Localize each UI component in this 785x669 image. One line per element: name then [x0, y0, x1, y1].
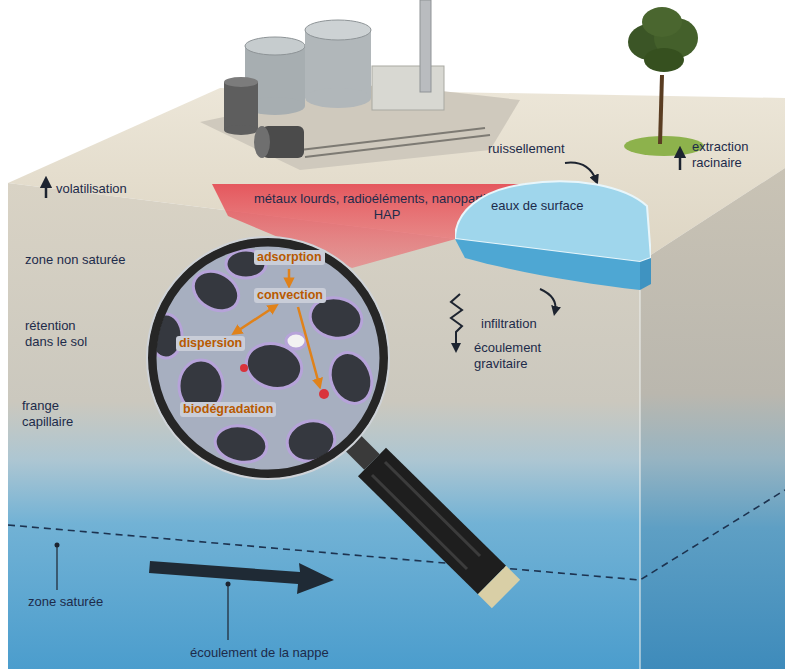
zone-label: zone non saturée	[25, 252, 125, 268]
process-label: rétention dans le sol	[25, 318, 99, 350]
process-label: adsorption	[254, 250, 325, 265]
process-label: convection	[254, 288, 326, 303]
rail	[305, 135, 490, 157]
volatilisation-arrow	[45, 182, 48, 198]
tree-crown	[644, 48, 684, 72]
handle-cap	[492, 580, 506, 594]
barrel	[224, 125, 258, 135]
chimney	[420, 0, 431, 92]
process-label: infiltration	[481, 316, 537, 332]
zone-label: zone saturée	[28, 594, 103, 610]
tank	[305, 88, 371, 108]
leader-line	[56, 545, 57, 590]
barrel	[224, 82, 258, 130]
groundwater-flow-arrow	[149, 561, 334, 594]
pond-shape	[455, 172, 651, 292]
flow-label: écoulement de la nappe	[190, 645, 329, 661]
front-face	[8, 183, 640, 669]
right-face	[640, 168, 785, 669]
handle-grip	[385, 462, 480, 556]
handle-grip	[372, 475, 467, 569]
gravity-flow-arrow	[451, 294, 462, 348]
root-extraction-arrow	[679, 152, 682, 170]
barrel	[224, 77, 258, 87]
magnifier-handle	[372, 462, 492, 580]
tank	[245, 37, 305, 55]
tank	[305, 20, 371, 40]
process-label: dispersion	[176, 336, 245, 351]
tree-trunk	[660, 75, 662, 144]
magnifier-view: adsorption convection dispersion biodégrada…	[146, 236, 390, 480]
leader-dot	[226, 582, 231, 587]
process-label: écoulement gravitaire	[474, 340, 556, 372]
infiltration-arrow	[540, 289, 555, 311]
process-label: extraction racinaire	[692, 139, 772, 171]
block-edge	[639, 262, 641, 669]
magnifier-neck	[352, 442, 372, 462]
process-label: biodégradation	[180, 402, 276, 417]
leader-line	[227, 584, 228, 640]
building	[372, 66, 444, 110]
zone-label: frange capillaire	[22, 398, 86, 430]
runoff-arrow	[565, 163, 596, 180]
surface-water: eaux de surface	[455, 172, 651, 292]
leader-dot	[55, 543, 60, 548]
process-label: ruissellement	[488, 141, 565, 157]
barrel	[254, 126, 270, 158]
tree-crown	[642, 7, 682, 37]
magnifier-lens	[146, 236, 390, 480]
process-label: volatilisation	[56, 181, 127, 197]
water-label: eaux de surface	[491, 198, 584, 214]
